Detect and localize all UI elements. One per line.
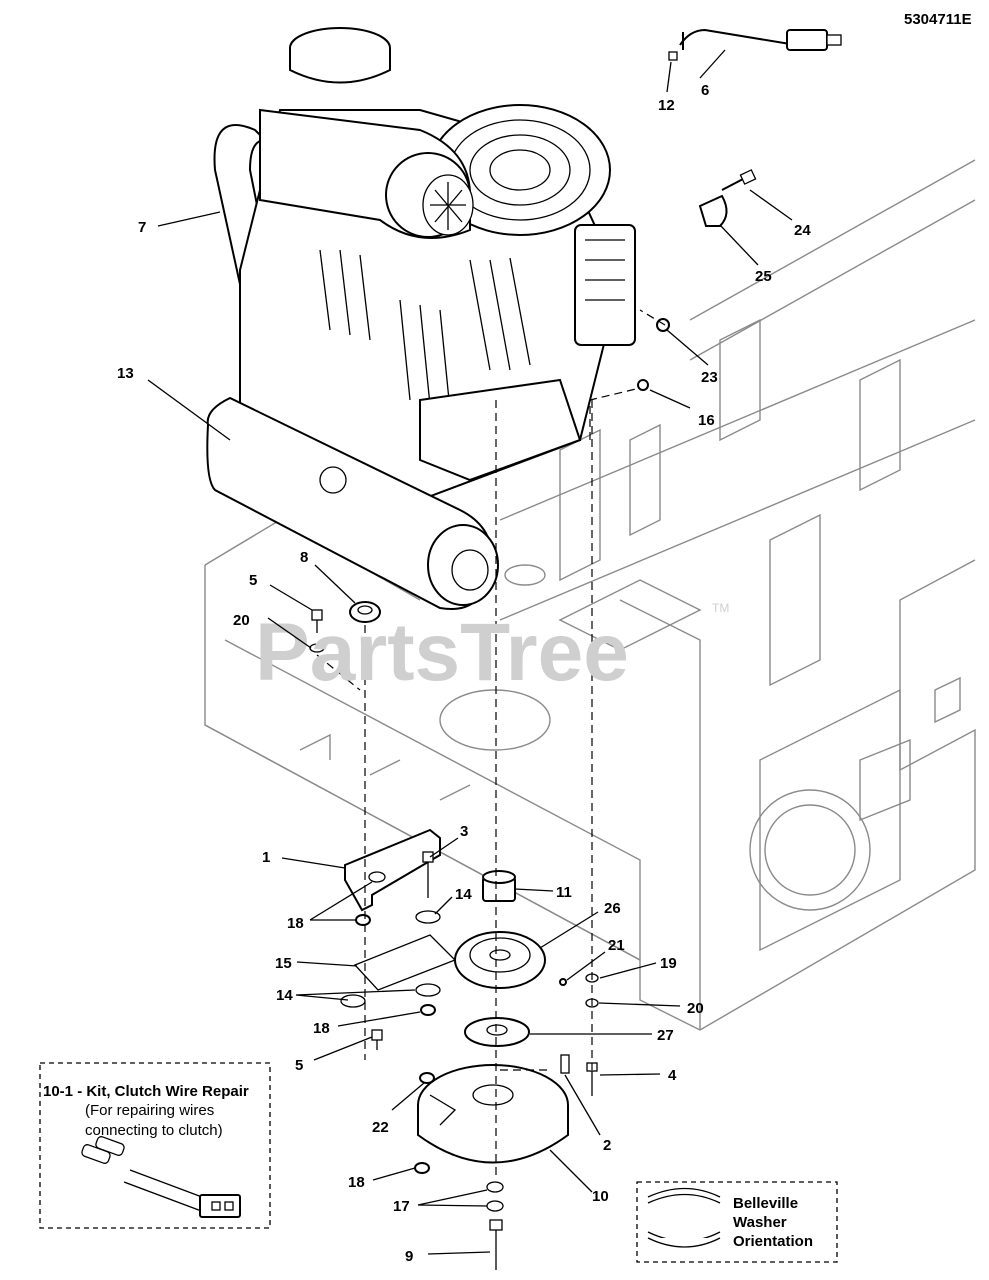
legend-line-3: Orientation xyxy=(733,1233,813,1250)
bolt-24 xyxy=(721,169,757,191)
callout-14-lower: 14 xyxy=(276,987,293,1004)
callout-23: 23 xyxy=(701,369,718,386)
callout-26: 26 xyxy=(604,900,621,917)
mower-frame xyxy=(204,159,976,1031)
nut-18-a xyxy=(355,914,371,926)
callout-25: 25 xyxy=(755,268,772,285)
alignment-lines xyxy=(316,309,666,1180)
washers-14-b xyxy=(340,983,441,1008)
callout-15: 15 xyxy=(275,955,292,972)
belleville-washer-icon-top xyxy=(647,1187,721,1198)
kit-subtitle-1: (For repairing wires xyxy=(85,1102,214,1119)
callout-20-lower: 20 xyxy=(687,1000,704,1017)
callout-12: 12 xyxy=(658,97,675,114)
bolt-3 xyxy=(422,851,434,898)
callout-5-lower: 5 xyxy=(295,1057,303,1074)
callout-18-b: 18 xyxy=(313,1020,330,1037)
callout-18-c: 18 xyxy=(348,1174,365,1191)
bolt-5-lower xyxy=(371,1029,383,1050)
pulley-26 xyxy=(454,931,546,989)
callout-7: 7 xyxy=(138,219,146,236)
callout-24: 24 xyxy=(794,222,811,239)
engine-controls xyxy=(574,224,636,346)
engine-assembly xyxy=(206,27,636,610)
bolt-9 xyxy=(489,1219,503,1270)
bolt-5-upper xyxy=(311,609,323,633)
watermark-tm: TM xyxy=(712,601,729,615)
legend-line-1: Belleville xyxy=(733,1195,798,1212)
pin-2 xyxy=(560,1054,570,1074)
callout-27: 27 xyxy=(657,1027,674,1044)
callout-2: 2 xyxy=(603,1137,611,1154)
callout-14-upper: 14 xyxy=(455,886,472,903)
wire-harness xyxy=(668,28,842,61)
washer-14-a xyxy=(415,910,441,924)
nut-16 xyxy=(637,379,649,391)
legend-line-2: Washer xyxy=(733,1214,787,1231)
callout-19: 19 xyxy=(660,955,677,972)
callout-1: 1 xyxy=(262,849,270,866)
callout-8: 8 xyxy=(300,549,308,566)
belleville-washer-legend: Belleville Washer Orientation xyxy=(636,1181,838,1263)
key-21 xyxy=(559,978,567,986)
callout-6: 6 xyxy=(701,82,709,99)
callout-4: 4 xyxy=(668,1067,677,1084)
wire-connector-icon xyxy=(81,1136,241,1218)
spacer-27 xyxy=(464,1017,530,1047)
clip-25 xyxy=(698,194,728,227)
shim-15 xyxy=(353,934,457,991)
callout-21: 21 xyxy=(608,937,625,954)
callout-5-upper: 5 xyxy=(249,572,257,589)
kit-title: 10-1 - Kit, Clutch Wire Repair xyxy=(43,1083,249,1100)
bracket-1 xyxy=(344,828,441,912)
callout-18-a: 18 xyxy=(287,915,304,932)
callout-11: 11 xyxy=(556,884,572,901)
nut-18-b xyxy=(420,1004,436,1016)
washers-17 xyxy=(486,1181,504,1212)
bearing-11 xyxy=(482,870,516,902)
callout-16: 16 xyxy=(698,412,715,429)
callout-13: 13 xyxy=(117,365,134,382)
watermark: PartsTree xyxy=(255,607,629,698)
callout-22: 22 xyxy=(372,1119,389,1136)
callouts: 1 2 3 4 5 5 6 7 8 9 10 11 12 13 14 14 15 xyxy=(117,49,811,1265)
clutch-10 xyxy=(417,1064,569,1164)
callout-20-upper: 20 xyxy=(233,612,250,629)
kit-clutch-wire-repair: 10-1 - Kit, Clutch Wire Repair (For repa… xyxy=(39,1062,271,1229)
nut-22 xyxy=(419,1072,435,1084)
callout-9: 9 xyxy=(405,1248,413,1265)
grommet-8 xyxy=(349,601,381,623)
callout-3: 3 xyxy=(460,823,468,840)
kit-subtitle-2: connecting to clutch) xyxy=(85,1122,223,1139)
callout-10: 10 xyxy=(592,1188,609,1205)
nut-18-c xyxy=(414,1162,430,1174)
callout-17: 17 xyxy=(393,1198,410,1215)
drawing-id: 5304711E xyxy=(904,11,972,28)
